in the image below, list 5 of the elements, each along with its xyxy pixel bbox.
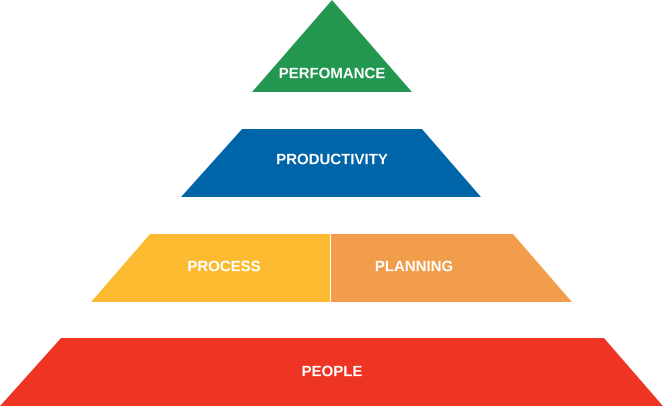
pyramid-tier: PEOPLE <box>0 338 663 406</box>
pyramid-tier: PLANNING <box>331 234 572 302</box>
pyramid-apex: PERFOMANCE <box>252 0 412 92</box>
pyramid-tier: PROCESS <box>91 234 330 302</box>
pyramid-tier: PRODUCTIVITY <box>181 129 481 197</box>
